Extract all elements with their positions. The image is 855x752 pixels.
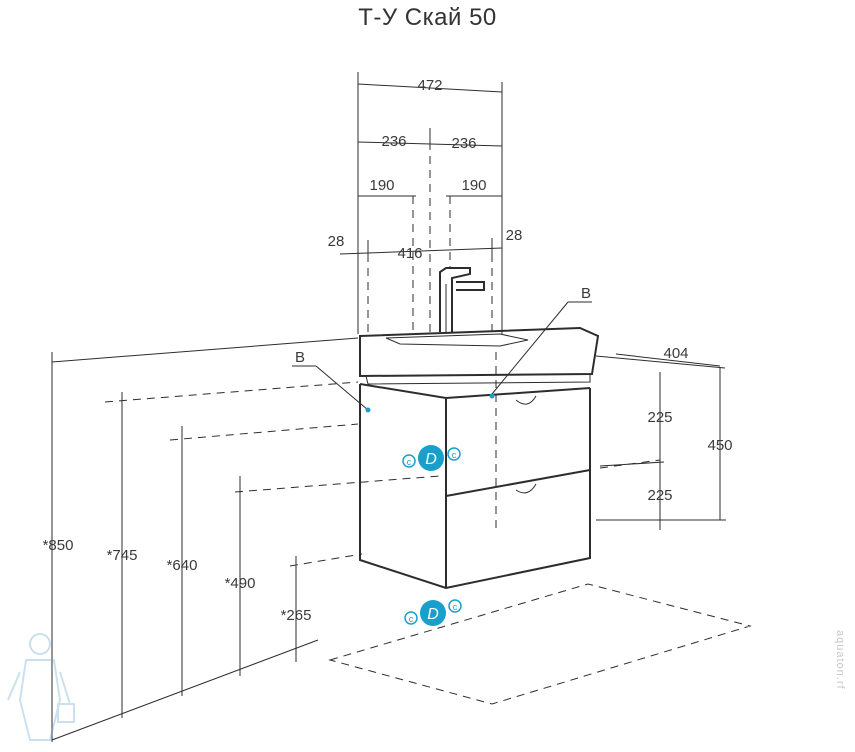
dim-190-left: 190 xyxy=(369,177,394,194)
dim-225-top: 225 xyxy=(647,409,672,426)
floor-footprint xyxy=(328,583,752,705)
dim-225-bottom: 225 xyxy=(647,487,672,504)
drain-marker-floor: D c c xyxy=(404,599,462,626)
washbasin xyxy=(359,326,600,385)
drain-wall-label: D xyxy=(425,451,437,468)
dim-416: 416 xyxy=(397,245,422,262)
plumber-mascot-icon xyxy=(7,633,75,741)
cold-water-floor: c xyxy=(409,614,414,624)
wall-outline xyxy=(51,128,726,741)
dim-28-right: 28 xyxy=(506,227,523,244)
dim-404: 404 xyxy=(663,345,688,362)
depth-dimension xyxy=(615,353,721,367)
marker-b-left: B xyxy=(295,349,305,366)
drain-marker-wall: D c c xyxy=(402,445,461,471)
cold-water-wall: c xyxy=(407,457,412,467)
dim-236-right: 236 xyxy=(451,135,476,152)
top-dimensions xyxy=(339,72,503,334)
vanity-cabinet xyxy=(359,383,591,590)
drain-floor-label: D xyxy=(427,606,439,623)
dim-490: *490 xyxy=(225,575,256,592)
dim-236-left: 236 xyxy=(381,133,406,150)
dim-640: *640 xyxy=(167,557,198,574)
dim-28-left: 28 xyxy=(328,233,345,250)
right-dimensions xyxy=(596,368,726,530)
dim-265: *265 xyxy=(281,607,312,624)
hot-water-floor: c xyxy=(453,602,458,612)
dim-472: 472 xyxy=(417,77,442,94)
marker-b-right: B xyxy=(581,285,591,302)
watermark: aquaton.rf xyxy=(834,630,846,690)
hot-water-wall: c xyxy=(452,450,457,460)
b-leaders xyxy=(292,301,592,413)
dim-450: 450 xyxy=(707,437,732,454)
dim-190-right: 190 xyxy=(461,177,486,194)
faucet xyxy=(439,267,485,332)
left-dimensions xyxy=(51,352,297,742)
dim-745: *745 xyxy=(107,547,138,564)
dim-850: *850 xyxy=(43,537,74,554)
diagram-title: Т-У Скай 50 xyxy=(358,4,497,31)
